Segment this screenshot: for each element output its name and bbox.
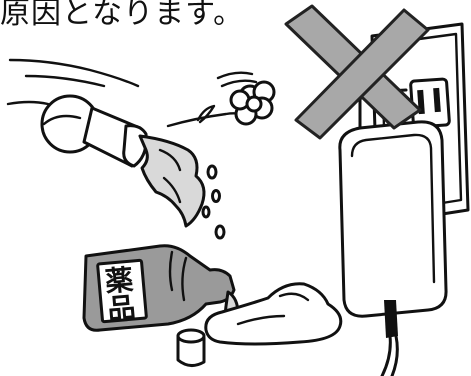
caption-text: 原因となります。 xyxy=(0,0,245,31)
motion-lines xyxy=(6,58,140,106)
cross-icon xyxy=(284,4,430,140)
bottle-label-char-2: 品 xyxy=(106,291,137,326)
flower-icon xyxy=(166,71,276,128)
bottle-label-char-1: 薬 xyxy=(104,263,135,298)
chemical-bottle-icon: 薬 品 xyxy=(82,244,240,332)
cup-icon xyxy=(176,328,206,367)
ac-adapter-icon xyxy=(338,88,448,376)
water-spray-icon xyxy=(40,94,226,240)
spill-puddle-icon xyxy=(204,282,343,346)
